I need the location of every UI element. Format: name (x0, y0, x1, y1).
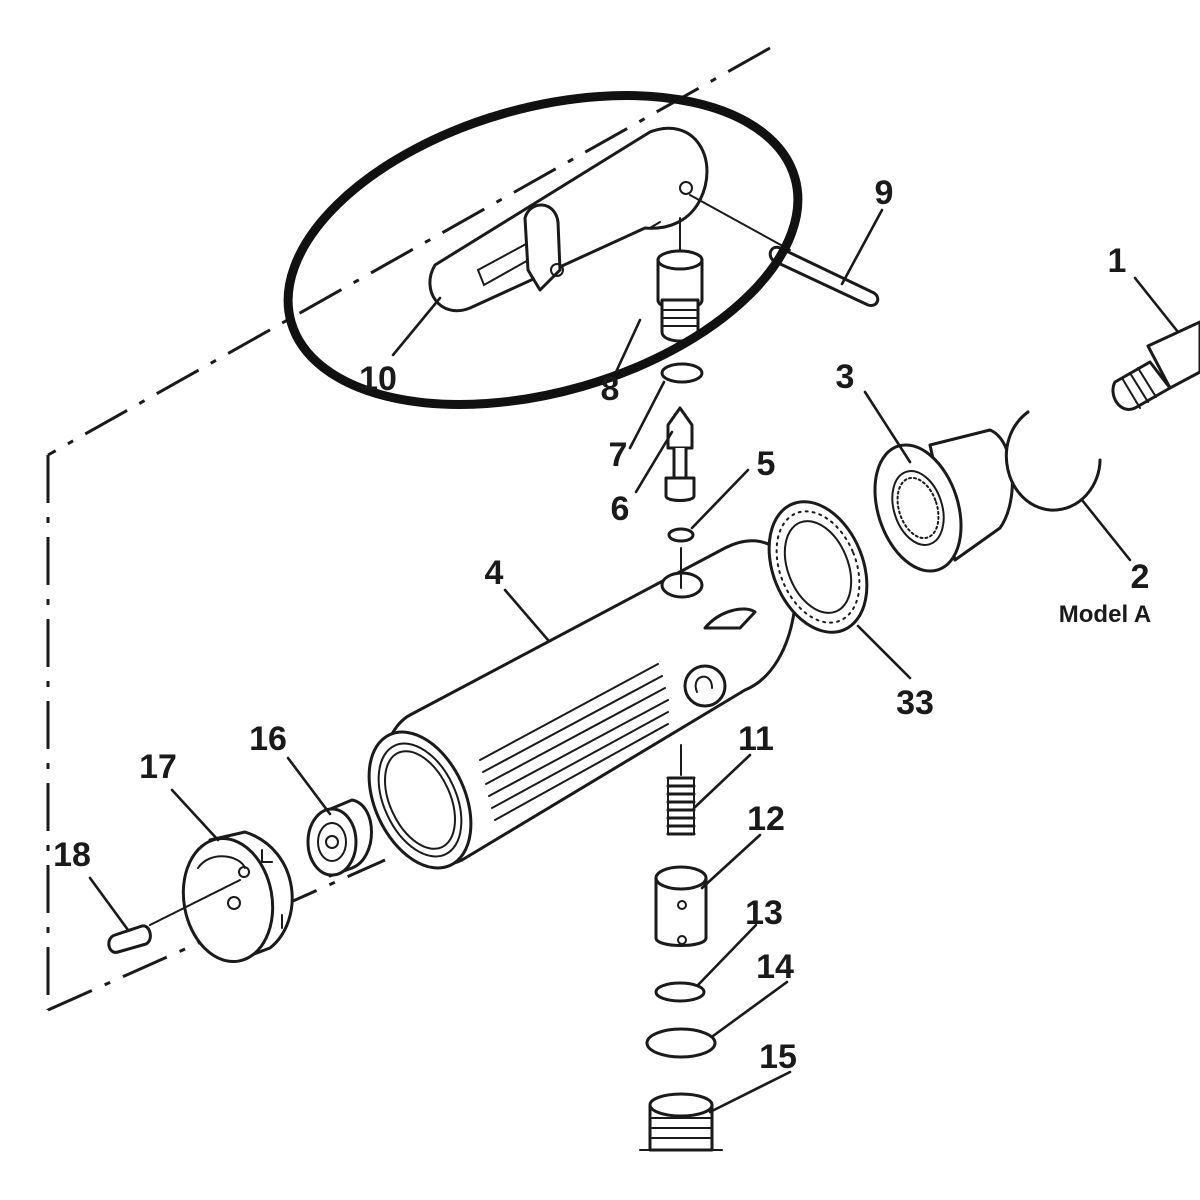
callout-13: 13 (745, 894, 783, 932)
part-1-inlet (1111, 320, 1200, 411)
part-14-o-ring (645, 1027, 717, 1059)
part-9-pin (689, 194, 880, 307)
part-16-bearing (306, 798, 373, 878)
part-6-valve-stem (664, 406, 696, 502)
callout-6: 6 (611, 490, 630, 528)
part-18-pin (107, 879, 241, 954)
part-11-spring (666, 744, 696, 836)
highlight-ellipse (283, 91, 803, 409)
callout-11: 11 (738, 720, 774, 758)
part-15-plug (639, 1092, 723, 1152)
callout-10: 10 (359, 360, 397, 398)
part-33-screen (767, 500, 869, 634)
callout-2: 2 (1131, 558, 1150, 596)
model-a-note: Model A (1059, 601, 1151, 628)
part-4-housing (367, 539, 798, 870)
callout-15: 15 (759, 1038, 797, 1076)
part-17-end-cap (181, 830, 294, 964)
part-7-o-ring (660, 362, 704, 384)
callout-7: 7 (609, 436, 628, 474)
part-2-retaining-ring (1004, 410, 1102, 512)
callout-4: 4 (485, 554, 504, 592)
part-10-trigger-lever (428, 126, 709, 313)
callout-5: 5 (757, 445, 776, 483)
part-12-valve-seat (654, 865, 708, 947)
callout-3: 3 (836, 358, 855, 396)
part-5-o-ring (667, 527, 695, 543)
callout-1: 1 (1108, 242, 1127, 280)
callout-14: 14 (756, 948, 794, 986)
callout-8: 8 (601, 370, 620, 408)
callout-16: 16 (249, 720, 287, 758)
callout-33: 33 (896, 684, 934, 722)
part-3-bushing (873, 428, 1014, 573)
leader-lines (88, 208, 1180, 1114)
part-8-valve-cap (656, 217, 704, 343)
callout-18: 18 (53, 836, 91, 874)
housing-grip-ribs (479, 663, 669, 821)
part-13-o-ring (654, 981, 706, 1003)
callout-labels: 1 2 Model A 3 4 5 6 7 8 9 10 11 12 13 14… (53, 174, 1151, 1076)
callout-17: 17 (139, 748, 177, 786)
callout-9: 9 (875, 174, 894, 212)
callout-12: 12 (747, 800, 785, 838)
